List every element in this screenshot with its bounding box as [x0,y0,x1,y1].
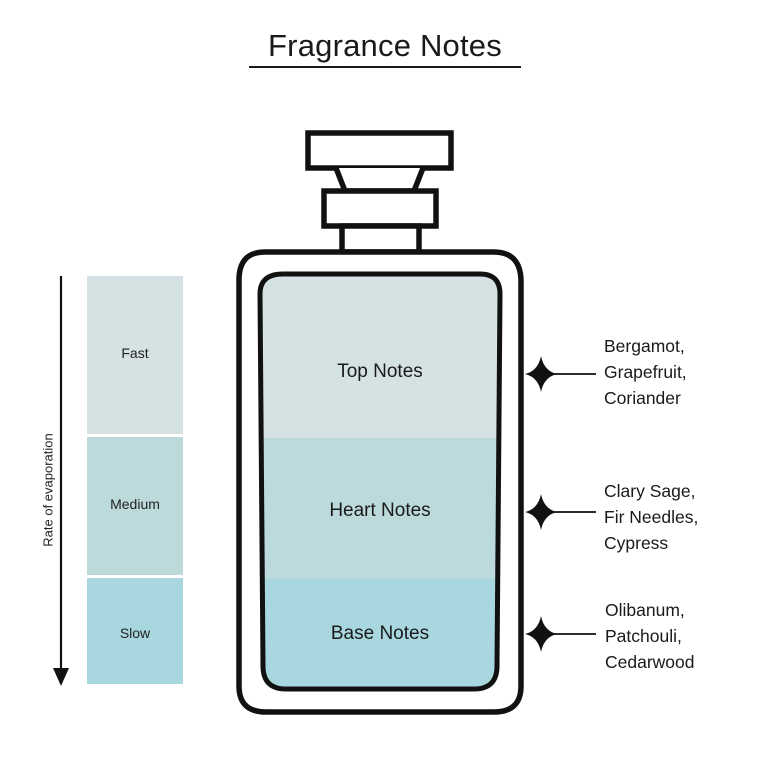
ingredient-item: Grapefruit, [604,362,687,382]
ingredient-item: Clary Sage, [604,481,696,501]
ingredient-item: Coriander [604,388,681,408]
zone-label-heart: Heart Notes [329,500,431,521]
bottle-cap-taper [333,166,426,194]
zone-label-base: Base Notes [330,623,430,644]
scale-label-medium: Medium [110,496,160,512]
sparkle-icon-base [525,616,557,652]
zone-label-top: Top Notes [337,361,423,382]
diagram-title: Fragrance Notes [268,28,502,63]
ingredient-item: Patchouli, [605,626,682,646]
bottle-inner-outline [257,271,503,692]
ingredient-item: Bergamot, [604,336,685,356]
ingredient-item: Cedarwood [605,652,695,672]
zone-fill-top [260,274,500,438]
axis-label: Rate of evaporation [40,433,56,547]
scale-label-fast: Fast [121,345,149,361]
scale-block-slow [87,578,183,684]
scale-label-slow: Slow [119,625,151,641]
sparkle-icon-top [525,356,557,392]
title-underline [249,66,521,68]
zone-fill-heart [260,438,500,579]
bottle-collar [321,188,439,229]
scale-block-medium [87,437,183,575]
scale-block-fast [87,276,183,434]
bottle-cap-top [305,130,454,171]
ingredients-base: Olibanum, Patchouli, Cedarwood [605,597,695,675]
evaporation-arrow-head [53,668,69,686]
bottle-neck [339,223,422,255]
ingredients-top: Bergamot, Grapefruit, Coriander [604,333,687,411]
ingredient-item: Cypress [604,533,669,553]
zone-fill-base [260,579,500,689]
ingredient-item: Fir Needles, [604,507,699,527]
ingredients-heart: Clary Sage, Fir Needles, Cypress [604,478,698,556]
ingredient-item: Olibanum, [605,600,685,620]
sparkle-icon-heart [525,494,557,530]
